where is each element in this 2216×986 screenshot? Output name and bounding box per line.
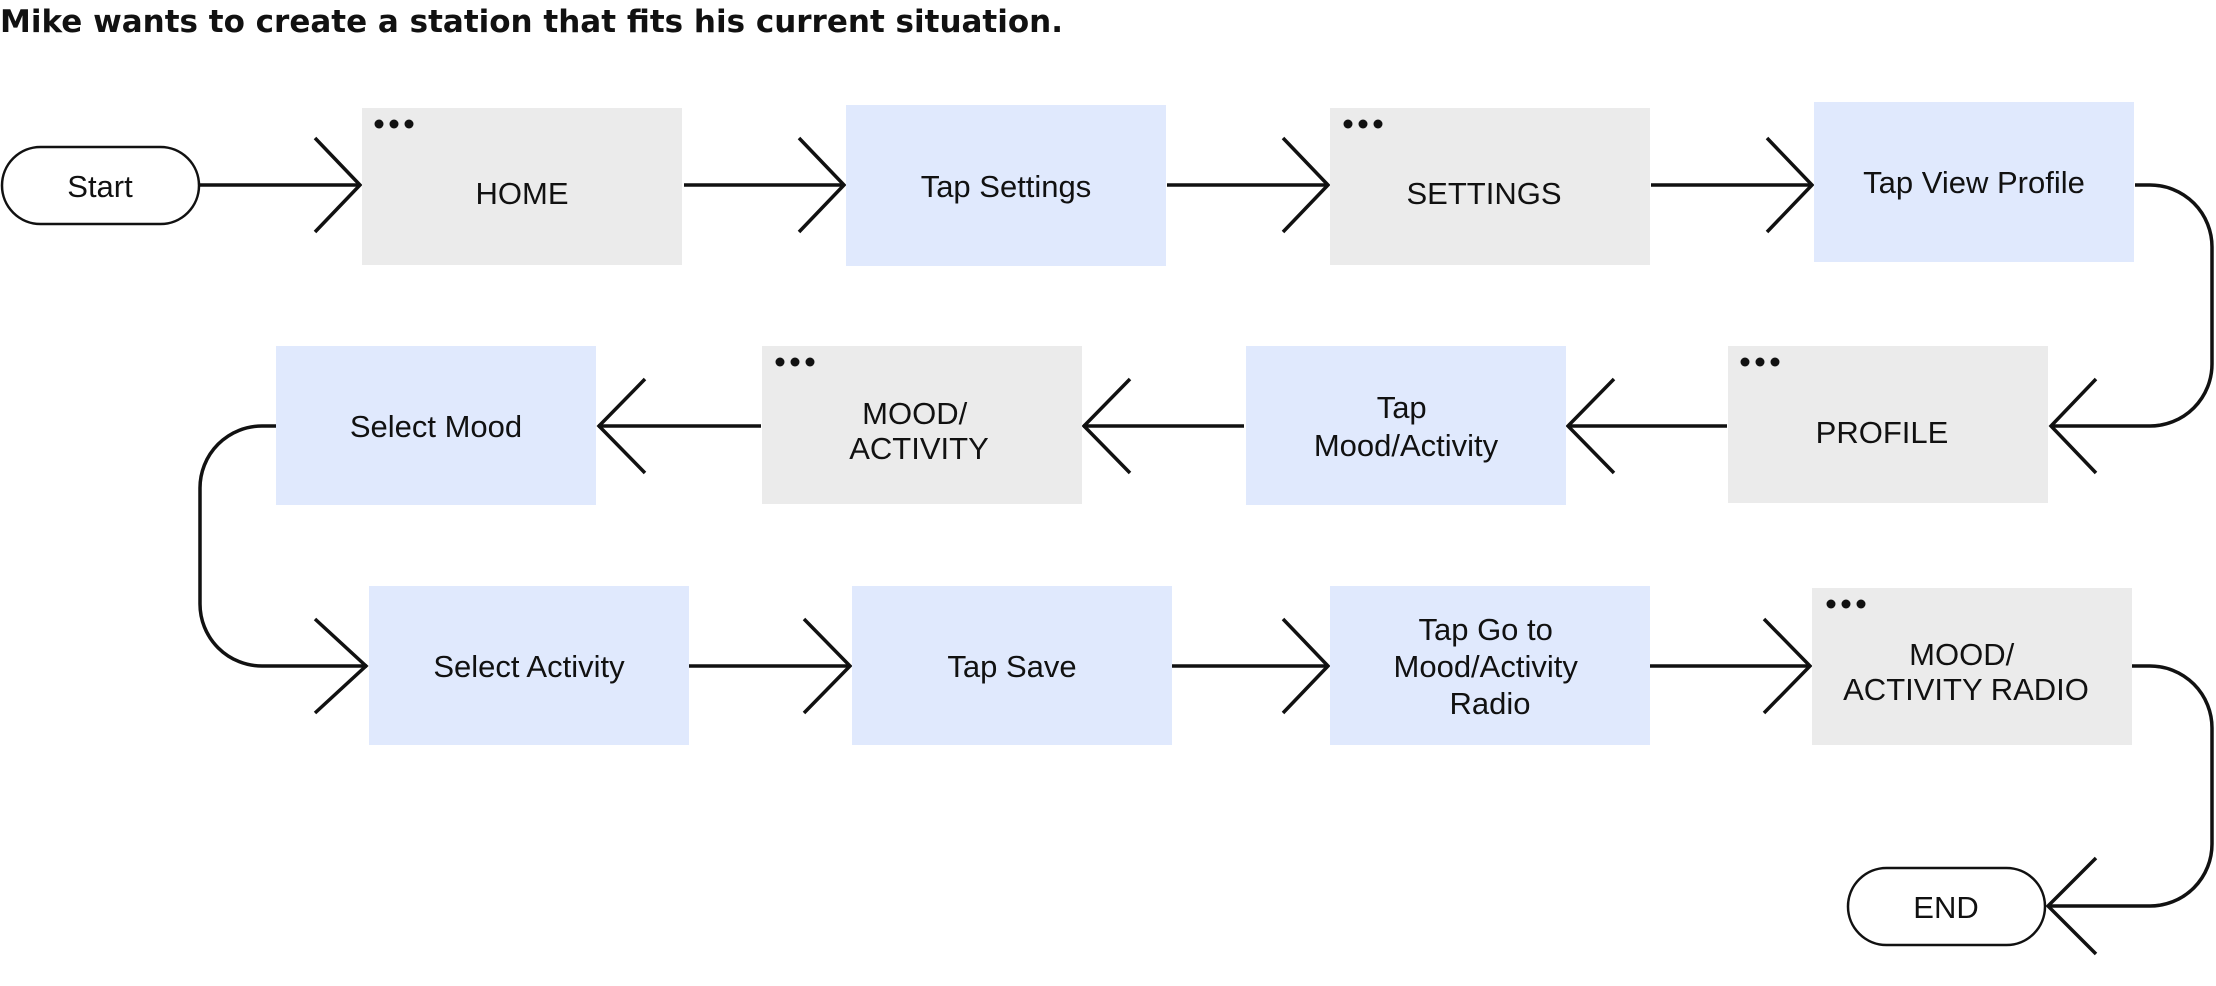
action-tap-go-to-radio: Tap Go to Mood/Activity Radio [1330, 586, 1650, 745]
action-select-activity-label: Select Activity [433, 649, 625, 684]
screen-profile: PROFILE [1728, 346, 2048, 503]
arrowhead-mood-activity-radio [1762, 617, 1813, 715]
arrowhead-end [2045, 856, 2098, 956]
connector-tap-view-profile-profile [2052, 183, 2214, 428]
action-tap-settings-label: Tap Settings [921, 169, 1092, 204]
arrowhead-tap-settings [797, 136, 847, 234]
action-tap-view-profile: Tap View Profile [1814, 102, 2134, 262]
action-tap-view-profile-label: Tap View Profile [1863, 165, 2085, 200]
arrowhead-profile [2048, 377, 2098, 475]
action-tap-save-label: Tap Save [947, 649, 1076, 684]
action-tap-mood-activity-label: Tap Mood/Activity [1314, 390, 1499, 463]
action-select-activity: Select Activity [369, 586, 689, 745]
connector-mood-activity-radio-end [2048, 664, 2214, 908]
arrowhead-home [313, 136, 363, 234]
terminal-start: Start [0, 145, 201, 226]
diagram-title: Mike wants to create a station that fits… [0, 4, 1064, 40]
action-tap-go-to-radio-label: Tap Go to Mood/Activity Radio [1394, 612, 1587, 721]
arrowhead-tap-mood-activity [1565, 377, 1616, 475]
connectors [198, 136, 2214, 956]
arrowhead-tap-go-to-radio [1281, 617, 1331, 715]
arrowhead-mood-activity [1081, 377, 1132, 475]
screen-mood-activity-radio: MOOD/ ACTIVITY RADIO [1812, 588, 2132, 745]
screen-mood-activity-radio-label: MOOD/ ACTIVITY RADIO [1843, 637, 2089, 707]
more-dots-icon [775, 357, 815, 367]
action-select-mood-label: Select Mood [350, 409, 522, 444]
terminal-start-label: Start [67, 169, 133, 204]
more-dots-icon [1740, 357, 1780, 367]
more-dots-icon [374, 119, 414, 129]
arrowhead-tap-view-profile [1765, 136, 1815, 234]
screen-mood-activity-label: MOOD/ ACTIVITY [849, 396, 989, 466]
screen-home: HOME [362, 108, 682, 265]
screen-home-label: HOME [476, 176, 569, 211]
action-tap-mood-activity: Tap Mood/Activity [1246, 346, 1566, 505]
arrowhead-select-activity [313, 617, 369, 715]
screen-settings-label: SETTINGS [1406, 176, 1561, 211]
more-dots-icon [1343, 119, 1383, 129]
action-tap-settings: Tap Settings [846, 105, 1166, 266]
arrowhead-tap-save [802, 617, 853, 715]
screen-profile-label: PROFILE [1816, 415, 1949, 450]
action-select-mood: Select Mood [276, 346, 596, 505]
terminal-end-label: END [1913, 890, 1978, 925]
screen-mood-activity: MOOD/ ACTIVITY [762, 346, 1082, 504]
terminal-end: END [1846, 866, 2047, 947]
arrowhead-settings [1281, 136, 1331, 234]
more-dots-icon [1826, 599, 1866, 609]
connector-select-mood-select-activity [198, 424, 367, 668]
action-tap-save: Tap Save [852, 586, 1172, 745]
screen-settings: SETTINGS [1330, 108, 1650, 265]
arrowhead-select-mood [596, 377, 647, 475]
